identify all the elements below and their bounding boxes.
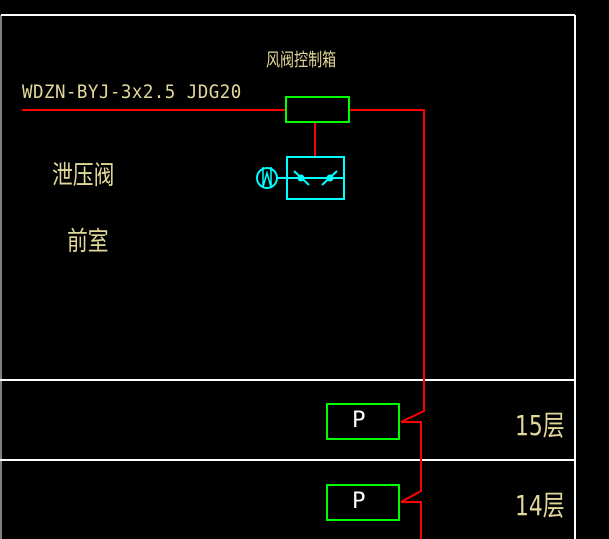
motor-w-icon [256, 167, 278, 189]
floor-15-panel-box[interactable] [326, 403, 400, 440]
floor-15-label: 15层 [515, 409, 565, 442]
room-label: 前室 [67, 227, 109, 257]
pressure-relief-valve[interactable] [276, 156, 345, 200]
floor-14-label: 14层 [515, 489, 565, 522]
damper-control-box[interactable] [285, 96, 350, 123]
valve-label: 泄压阀 [52, 161, 115, 191]
floor-14-panel-label: P [352, 489, 366, 514]
cable-spec-label: WDZN-BYJ-3x2.5 JDG20 [22, 81, 242, 103]
power-wire [22, 109, 425, 539]
floor-14-panel-box[interactable] [326, 484, 400, 521]
control-box-label: 风阀控制箱 [266, 50, 337, 71]
floor-15-panel-label: P [352, 408, 366, 433]
